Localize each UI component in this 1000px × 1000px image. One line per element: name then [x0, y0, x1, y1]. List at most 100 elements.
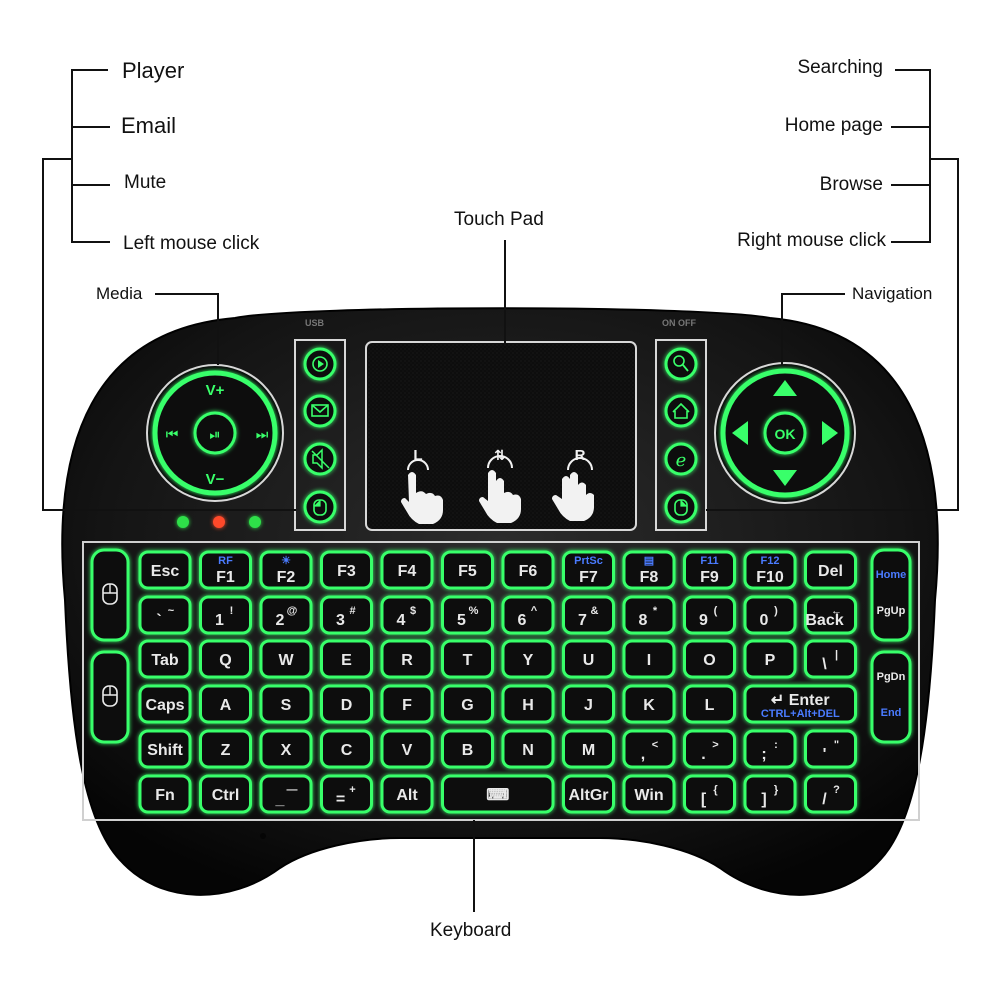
key-6[interactable]: ^6: [501, 595, 555, 635]
arrow-left-icon[interactable]: [732, 421, 748, 445]
key-3[interactable]: #3: [320, 595, 373, 635]
key-del[interactable]: Del: [804, 550, 857, 590]
key-d[interactable]: D: [320, 684, 373, 724]
home-button[interactable]: [664, 394, 698, 428]
key-caps[interactable]: Caps: [138, 684, 192, 724]
touch-pad[interactable]: L ⇅ R: [365, 341, 637, 531]
key-x[interactable]: X: [259, 729, 313, 769]
key-shift-label: !: [230, 605, 234, 617]
key-tab[interactable]: Tab: [138, 639, 192, 679]
key-label: K: [643, 697, 655, 714]
key-l[interactable]: L: [683, 684, 736, 724]
key-f5[interactable]: F5: [441, 550, 494, 590]
side-right-click-key[interactable]: [90, 650, 130, 744]
key-9[interactable]: (9: [683, 595, 736, 635]
key-k[interactable]: K: [622, 684, 676, 724]
key-u[interactable]: U: [562, 639, 615, 679]
key-i[interactable]: I: [622, 639, 676, 679]
volume-up-button[interactable]: V+: [206, 382, 225, 399]
key-symbol[interactable]: +=: [320, 774, 373, 814]
key-n[interactable]: N: [501, 729, 555, 769]
key-alt[interactable]: Alt: [380, 774, 434, 814]
left-click-button[interactable]: [303, 490, 337, 524]
key-8[interactable]: *8: [622, 595, 676, 635]
key-symbol[interactable]: ⌨: [441, 774, 555, 814]
key-symbol[interactable]: <,: [622, 729, 676, 769]
key-p[interactable]: P: [743, 639, 797, 679]
key-f2[interactable]: ☀F2: [259, 550, 313, 590]
key-w[interactable]: W: [259, 639, 313, 679]
key-7[interactable]: &7: [562, 595, 615, 635]
key-symbol[interactable]: {[: [683, 774, 736, 814]
key-b[interactable]: B: [441, 729, 494, 769]
key-symbol[interactable]: "': [804, 729, 857, 769]
next-track-icon[interactable]: ⏭: [256, 427, 269, 443]
key-cap: [380, 774, 434, 814]
key-symbol[interactable]: }]: [743, 774, 797, 814]
key-q[interactable]: Q: [199, 639, 252, 679]
key-symbol[interactable]: >.: [683, 729, 736, 769]
key-ctrl[interactable]: Ctrl: [199, 774, 252, 814]
key-c[interactable]: C: [320, 729, 373, 769]
ok-button[interactable]: [763, 411, 807, 455]
key-4[interactable]: $4: [380, 595, 434, 635]
key-f4[interactable]: F4: [380, 550, 434, 590]
key-s[interactable]: S: [259, 684, 313, 724]
arrow-up-icon[interactable]: [773, 380, 797, 396]
right-click-button[interactable]: [664, 490, 698, 524]
key-label: 1: [215, 612, 224, 629]
key-v[interactable]: V: [380, 729, 434, 769]
key-f3[interactable]: F3: [320, 550, 373, 590]
key-g[interactable]: G: [441, 684, 494, 724]
key-5[interactable]: %5: [441, 595, 494, 635]
key-esc[interactable]: Esc: [138, 550, 192, 590]
key-e[interactable]: E: [320, 639, 373, 679]
volume-down-button[interactable]: V−: [206, 471, 225, 488]
key-1[interactable]: !1: [199, 595, 252, 635]
key-enter[interactable]: CTRL+Alt+DEL↵ Enter: [743, 684, 857, 724]
key-shift-label: {: [713, 784, 718, 796]
key-symbol[interactable]: :;: [743, 729, 797, 769]
key-0[interactable]: )0: [743, 595, 797, 635]
key-2[interactable]: @2: [259, 595, 313, 635]
key-symbol[interactable]: ~`: [138, 595, 192, 635]
key-cap: [683, 550, 736, 590]
key-y[interactable]: Y: [501, 639, 555, 679]
key-h[interactable]: H: [501, 684, 555, 724]
play-pause-button[interactable]: [193, 411, 237, 455]
arrow-down-icon[interactable]: [773, 470, 797, 486]
previous-track-icon[interactable]: ⏮: [166, 427, 179, 443]
key-cap: [259, 684, 313, 724]
key-f8[interactable]: ▤F8: [622, 550, 676, 590]
key-altgr[interactable]: AltGr: [562, 774, 615, 814]
key-f[interactable]: F: [380, 684, 434, 724]
key-z[interactable]: Z: [199, 729, 252, 769]
key-r[interactable]: R: [380, 639, 434, 679]
key-j[interactable]: J: [562, 684, 615, 724]
key-label: _: [275, 791, 286, 808]
arrow-right-icon[interactable]: [822, 421, 838, 445]
key-shift[interactable]: Shift: [138, 729, 192, 769]
key-symbol[interactable]: —_: [259, 774, 313, 814]
key-m[interactable]: M: [562, 729, 615, 769]
key-back[interactable]: ←Back: [804, 595, 857, 635]
key-fn[interactable]: Fn: [138, 774, 192, 814]
key-a[interactable]: A: [199, 684, 252, 724]
key-secondary-label: RF: [218, 555, 233, 567]
key-t[interactable]: T: [441, 639, 494, 679]
key-win[interactable]: Win: [622, 774, 676, 814]
side-left-click-key[interactable]: [90, 548, 130, 642]
label-navigation: Navigation: [852, 284, 933, 303]
key-f6[interactable]: F6: [501, 550, 555, 590]
browse-button[interactable]: [664, 442, 698, 476]
key-symbol[interactable]: |\: [804, 639, 857, 679]
key-o[interactable]: O: [683, 639, 736, 679]
key-symbol[interactable]: ?/: [804, 774, 857, 814]
search-button[interactable]: [664, 347, 698, 381]
